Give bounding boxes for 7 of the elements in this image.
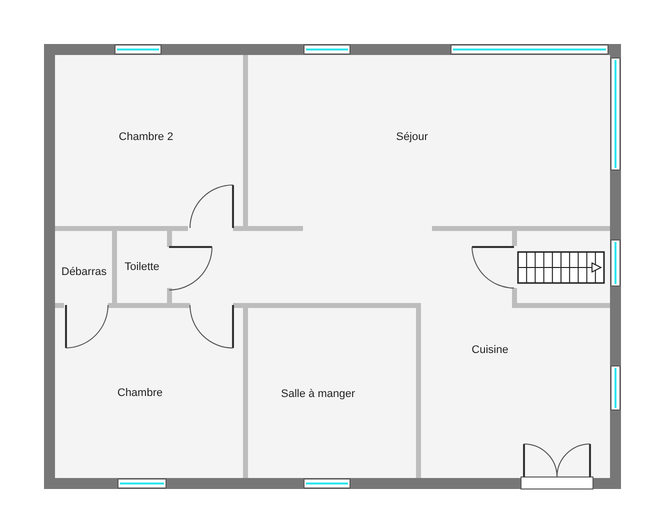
room-label: Cuisine: [472, 344, 508, 356]
room-label: Salle à manger: [281, 388, 355, 400]
room-label: Chambre 2: [118, 131, 174, 143]
room-label: Débarras: [61, 266, 107, 278]
room-label: Chambre: [117, 387, 163, 399]
room-label: Séjour: [396, 131, 428, 143]
room-label: Toilette: [124, 261, 160, 273]
